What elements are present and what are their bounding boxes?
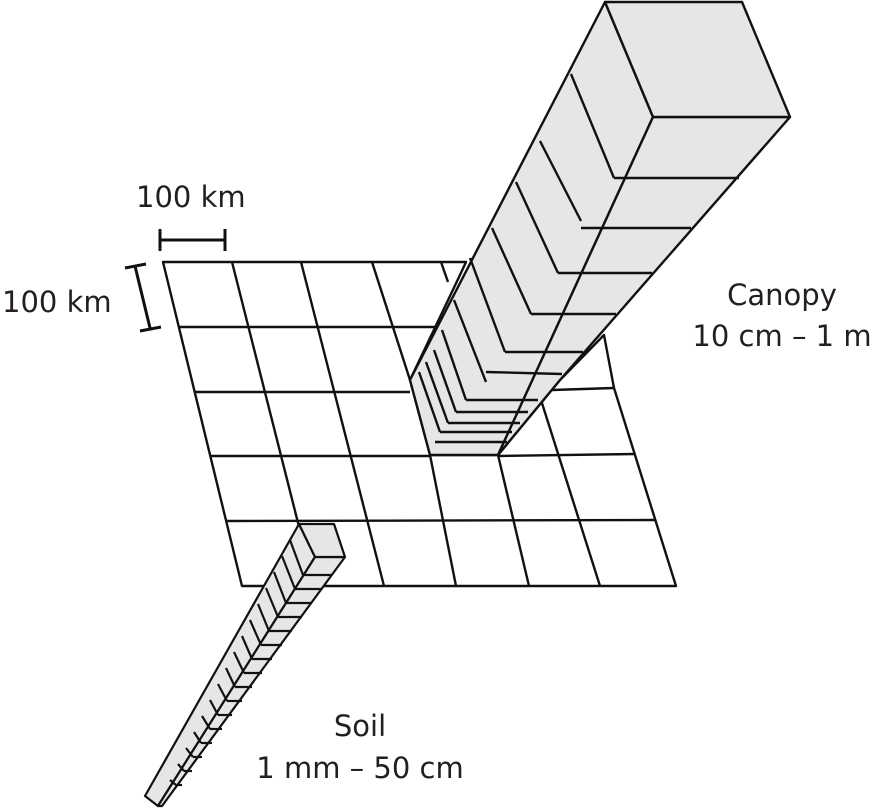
soil-label: Soil 1 mm – 50 cm [242, 712, 478, 783]
horizontal-scale-label: 100 km [136, 180, 246, 214]
canopy-title: Canopy [727, 278, 837, 312]
canopy-column [408, 0, 792, 457]
soil-column [143, 522, 347, 808]
canopy-label: Canopy 10 cm – 1 m [684, 281, 880, 351]
grid-lines [179, 261, 657, 587]
canopy-range: 10 cm – 1 m [692, 319, 872, 353]
canopy-segments [417, 73, 739, 444]
horizontal-scale-bar [158, 229, 227, 251]
soil-segments [169, 539, 332, 787]
vertical-scale-bar [124, 262, 162, 333]
soil-range: 1 mm – 50 cm [256, 751, 464, 785]
vertical-scale-label: 100 km [2, 285, 112, 319]
canopy-top-face [603, 0, 792, 119]
soil-title: Soil [333, 709, 387, 743]
soil-top-face [297, 522, 347, 559]
grid-plane [161, 260, 678, 588]
